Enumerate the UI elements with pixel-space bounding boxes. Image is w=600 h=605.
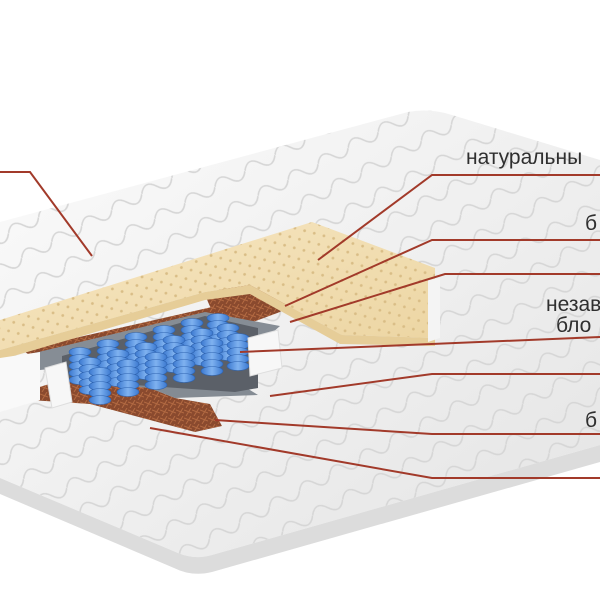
leader-b-top xyxy=(284,239,600,307)
coconut-layer-bottom xyxy=(30,380,222,432)
leader-b-bottom xyxy=(214,419,600,435)
spring-coil xyxy=(116,387,140,397)
spring-coil xyxy=(88,395,112,405)
quilted-cover xyxy=(0,110,600,574)
leader-foam xyxy=(269,373,600,397)
label-b-top: б xyxy=(585,212,598,235)
leader-natural xyxy=(317,174,600,261)
spring-coil xyxy=(226,361,250,371)
leader-cover-bottom xyxy=(149,427,600,479)
leader-latex-side xyxy=(289,273,600,323)
leader-lines xyxy=(0,171,600,479)
spring-coil xyxy=(200,366,224,376)
spring-coil xyxy=(144,380,168,390)
spring-coil xyxy=(172,373,196,383)
label-natural: натуральны xyxy=(466,146,583,169)
label-independent-line1: незав xyxy=(546,293,600,316)
label-b-bottom: б xyxy=(585,409,598,432)
foam-frame xyxy=(0,278,440,412)
leader-cover xyxy=(0,171,93,257)
leader-independent xyxy=(239,336,600,353)
label-independent-line2: бло xyxy=(556,314,592,337)
spring-block xyxy=(62,313,258,405)
